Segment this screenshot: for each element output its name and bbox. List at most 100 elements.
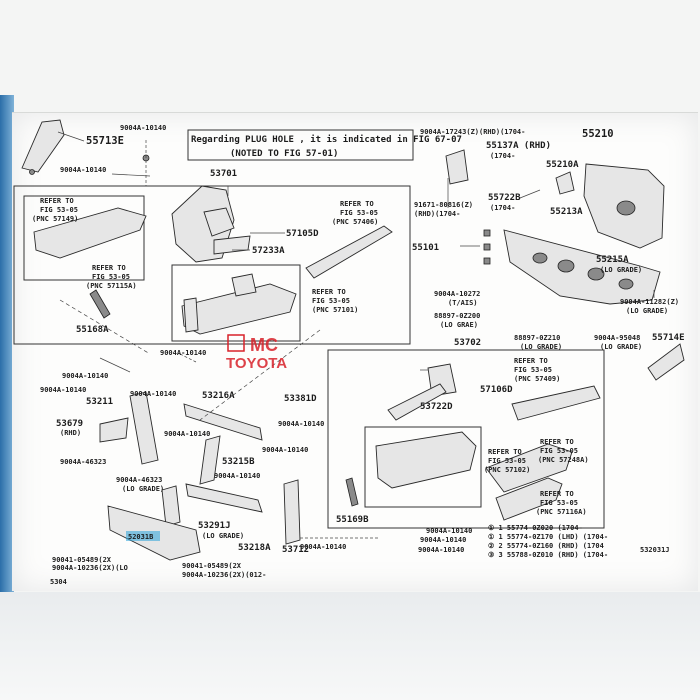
desk-surface bbox=[0, 592, 700, 700]
label-57105D: 57105D bbox=[286, 229, 319, 239]
label-53722D: 53722D bbox=[420, 402, 453, 412]
label-53712: 53712 bbox=[282, 545, 309, 555]
member-53216A-shape bbox=[183, 403, 263, 441]
legend-line3: ② 2 55774-0Z160 (RHD) (1704 bbox=[488, 542, 604, 550]
label-57233A: 57233A bbox=[252, 246, 285, 256]
label-refer-g1: REFER TO bbox=[488, 448, 522, 456]
label-refer-e2: FIG 53-05 bbox=[514, 366, 552, 374]
dash-panel-holes bbox=[532, 252, 634, 290]
label-9004A-10140-g: 9004A-10140 bbox=[418, 546, 464, 554]
apron-53701-detail bbox=[203, 207, 235, 237]
label-refer-c3: (PNC 57406) bbox=[332, 218, 378, 226]
label-refer-b3: (PNC 57115A) bbox=[86, 282, 137, 290]
label-88897-2b: (LO GRADE) bbox=[520, 343, 562, 351]
label-55210: 55210 bbox=[582, 128, 614, 140]
panel-57149-shape bbox=[33, 207, 147, 259]
label-9004A-10140-top: 9004A-10140 bbox=[120, 124, 166, 132]
label-55137A: 55137A (RHD) bbox=[486, 141, 551, 151]
label-9004A-10140-n1: 9004A-10140 bbox=[300, 543, 346, 551]
label-55722B-b: (1704- bbox=[490, 204, 515, 212]
part-57116A-shape bbox=[495, 477, 563, 521]
label-9004A-46323-2b: (LO GRADE) bbox=[122, 485, 164, 493]
label-9004A-10140-e: 9004A-10140 bbox=[262, 446, 308, 454]
rail-57406-shape bbox=[305, 225, 393, 279]
label-9004A-10140-b: 9004A-10140 bbox=[130, 390, 176, 398]
part-57248A-shape bbox=[485, 443, 573, 493]
watermark-line1: MC bbox=[250, 335, 278, 355]
label-refer-e3: (PNC 57409) bbox=[514, 375, 560, 383]
label-53381D: 53381D bbox=[284, 394, 317, 404]
part-53722D-shape bbox=[387, 383, 447, 421]
label-55215A: 55215A bbox=[596, 255, 629, 265]
label-9004A-10140-c: 9004A-10140 bbox=[164, 430, 210, 438]
refer-box-inner bbox=[171, 264, 301, 342]
label-55722B: 55722B bbox=[488, 193, 521, 203]
label-refer-c1: REFER TO bbox=[340, 200, 374, 208]
watermark-line2: TOYOTA bbox=[226, 355, 287, 372]
clip-icon bbox=[483, 243, 491, 251]
leader-line bbox=[57, 131, 85, 142]
label-refer-d3: (PNC 57101) bbox=[312, 306, 358, 314]
label-55215A-b: (LO GRADE) bbox=[600, 266, 642, 274]
part-53291J-shape bbox=[161, 485, 181, 527]
bracket-shape bbox=[183, 297, 199, 333]
label-91671-b: (RHD)(1704- bbox=[414, 210, 460, 218]
group-box-53702 bbox=[327, 349, 605, 529]
figure-number: 532031J bbox=[640, 546, 670, 554]
label-55168A: 55168A bbox=[76, 325, 109, 335]
label-53211: 53211 bbox=[86, 397, 113, 407]
label-9004A-10140-a: 9004A-10140 bbox=[160, 349, 206, 357]
member-57102-shape bbox=[375, 431, 477, 489]
note-box bbox=[187, 129, 414, 161]
label-9004A-10272-b: (T/AIS) bbox=[448, 299, 478, 307]
label-refer-e1: REFER TO bbox=[514, 357, 548, 365]
label-55713E: 55713E bbox=[86, 135, 124, 147]
label-refer-g2: FIG 53-05 bbox=[488, 457, 526, 465]
label-refer-g3: (PNC 57102) bbox=[484, 466, 530, 474]
bolt-icon bbox=[29, 169, 35, 175]
label-refer-a3: (PNC 57149) bbox=[32, 215, 78, 223]
page-reference: 5304 bbox=[50, 578, 67, 586]
label-9004A-10140-m2: 9004A-10140 bbox=[40, 386, 86, 394]
label-9004A-10140-left: 9004A-10140 bbox=[60, 166, 106, 174]
label-9004A-10140-n3: 9004A-10140 bbox=[420, 536, 466, 544]
part-55713E-shape bbox=[21, 119, 65, 173]
watermark: MC TOYOTA bbox=[226, 334, 287, 372]
cowl-hole bbox=[616, 200, 636, 216]
group-box-53701 bbox=[13, 185, 411, 345]
label-90041-d: 9004A-10236(2X)(012- bbox=[182, 571, 266, 579]
part-55169B-shape bbox=[345, 477, 359, 507]
leader-lines bbox=[59, 140, 655, 539]
label-53679-b: (RHD) bbox=[60, 429, 81, 437]
member-57101-shape bbox=[181, 283, 297, 335]
label-9004A-46323-2: 9004A-46323 bbox=[116, 476, 162, 484]
clip-icon bbox=[483, 229, 491, 237]
note-line2: (NOTED TO FIG 57-01) bbox=[230, 149, 338, 159]
highlight-52031B bbox=[126, 531, 160, 541]
refer-box-inner-2 bbox=[364, 426, 482, 508]
label-91671: 91671-80816(Z) bbox=[414, 201, 473, 209]
label-refer-c2: FIG 53-05 bbox=[340, 209, 378, 217]
label-55210A: 55210A bbox=[546, 160, 579, 170]
label-90041-a: 90041-05489(2X bbox=[52, 556, 112, 564]
part-55168A-shape bbox=[89, 289, 111, 319]
label-52031B: 52031B bbox=[128, 533, 153, 541]
legend-line4: ③ 3 55788-0Z010 (RHD) (1704- bbox=[488, 551, 608, 559]
bracket-53679-shape bbox=[99, 417, 129, 443]
refer-box-left bbox=[23, 195, 145, 281]
label-53215B: 53215B bbox=[222, 457, 255, 467]
part-55210A-shape bbox=[555, 171, 575, 195]
label-53291J-b: (LO GRADE) bbox=[202, 532, 244, 540]
label-9004A-10140-d: 9004A-10140 bbox=[278, 420, 324, 428]
label-9004A-46323: 9004A-46323 bbox=[60, 458, 106, 466]
label-9004A-10140-m1: 9004A-10140 bbox=[62, 372, 108, 380]
label-9004A-10140-n2: 9004A-10140 bbox=[426, 527, 472, 535]
label-88897-2: 88897-0Z210 bbox=[514, 334, 560, 342]
label-9004A-17243: 9004A-17243(Z)(RHD)(1704- bbox=[420, 128, 525, 136]
label-55169B: 55169B bbox=[336, 515, 369, 525]
support-53215B-shape bbox=[199, 435, 221, 485]
label-55137A-b: (1704- bbox=[490, 152, 515, 160]
label-refer-d1: REFER TO bbox=[312, 288, 346, 296]
bracket-shape bbox=[231, 273, 257, 297]
